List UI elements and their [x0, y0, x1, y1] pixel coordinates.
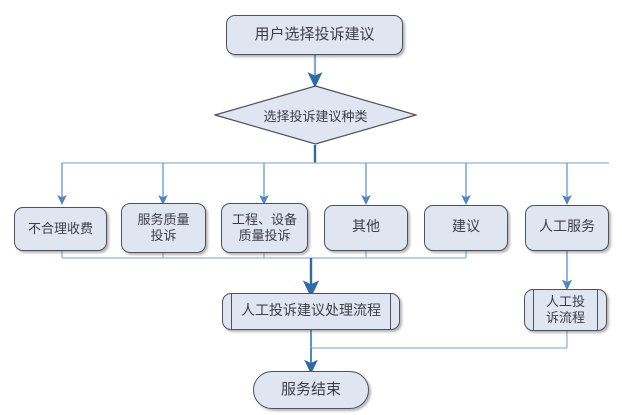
node-start-label: 用户选择投诉建议 — [254, 26, 375, 43]
process-manual-body — [524, 289, 607, 331]
node-decision-label: 选择投诉建议种类 — [263, 108, 368, 124]
node-option-6[interactable]: 人工服务 — [525, 205, 609, 251]
node-option-1-label: 不合理收费 — [27, 221, 93, 237]
node-option-5[interactable]: 建议 — [424, 205, 508, 251]
node-process-main-label: 人工投诉建议处理流程 — [241, 303, 381, 319]
node-option-6-label: 人工服务 — [539, 220, 595, 236]
node-option-4-label: 其他 — [352, 220, 380, 236]
node-start[interactable]: 用户选择投诉建议 — [226, 15, 403, 55]
node-end-label: 服务结束 — [280, 381, 341, 398]
process-manual-left-bar — [533, 290, 534, 330]
node-option-5-label: 建议 — [452, 220, 480, 236]
node-decision[interactable]: 选择投诉建议种类 — [214, 85, 417, 145]
node-option-3-label: 工程、设备 质量投诉 — [231, 212, 297, 243]
node-option-4[interactable]: 其他 — [324, 205, 408, 251]
process-main-right-bar — [390, 294, 391, 329]
node-process-manual[interactable]: 人工投 诉流程 — [524, 289, 607, 331]
node-option-3[interactable]: 工程、设备 质量投诉 — [221, 203, 308, 253]
node-process-main[interactable]: 人工投诉建议处理流程 — [222, 293, 400, 330]
diamond-shape — [214, 85, 417, 145]
node-option-1[interactable]: 不合理收费 — [14, 207, 107, 251]
node-process-manual-label: 人工投 诉流程 — [545, 294, 585, 325]
process-main-left-bar — [231, 294, 232, 329]
node-end[interactable]: 服务结束 — [253, 371, 369, 409]
process-manual-right-bar — [597, 290, 598, 330]
node-option-2-label: 服务质量 投诉 — [137, 212, 190, 243]
node-option-2[interactable]: 服务质量 投诉 — [121, 203, 206, 253]
